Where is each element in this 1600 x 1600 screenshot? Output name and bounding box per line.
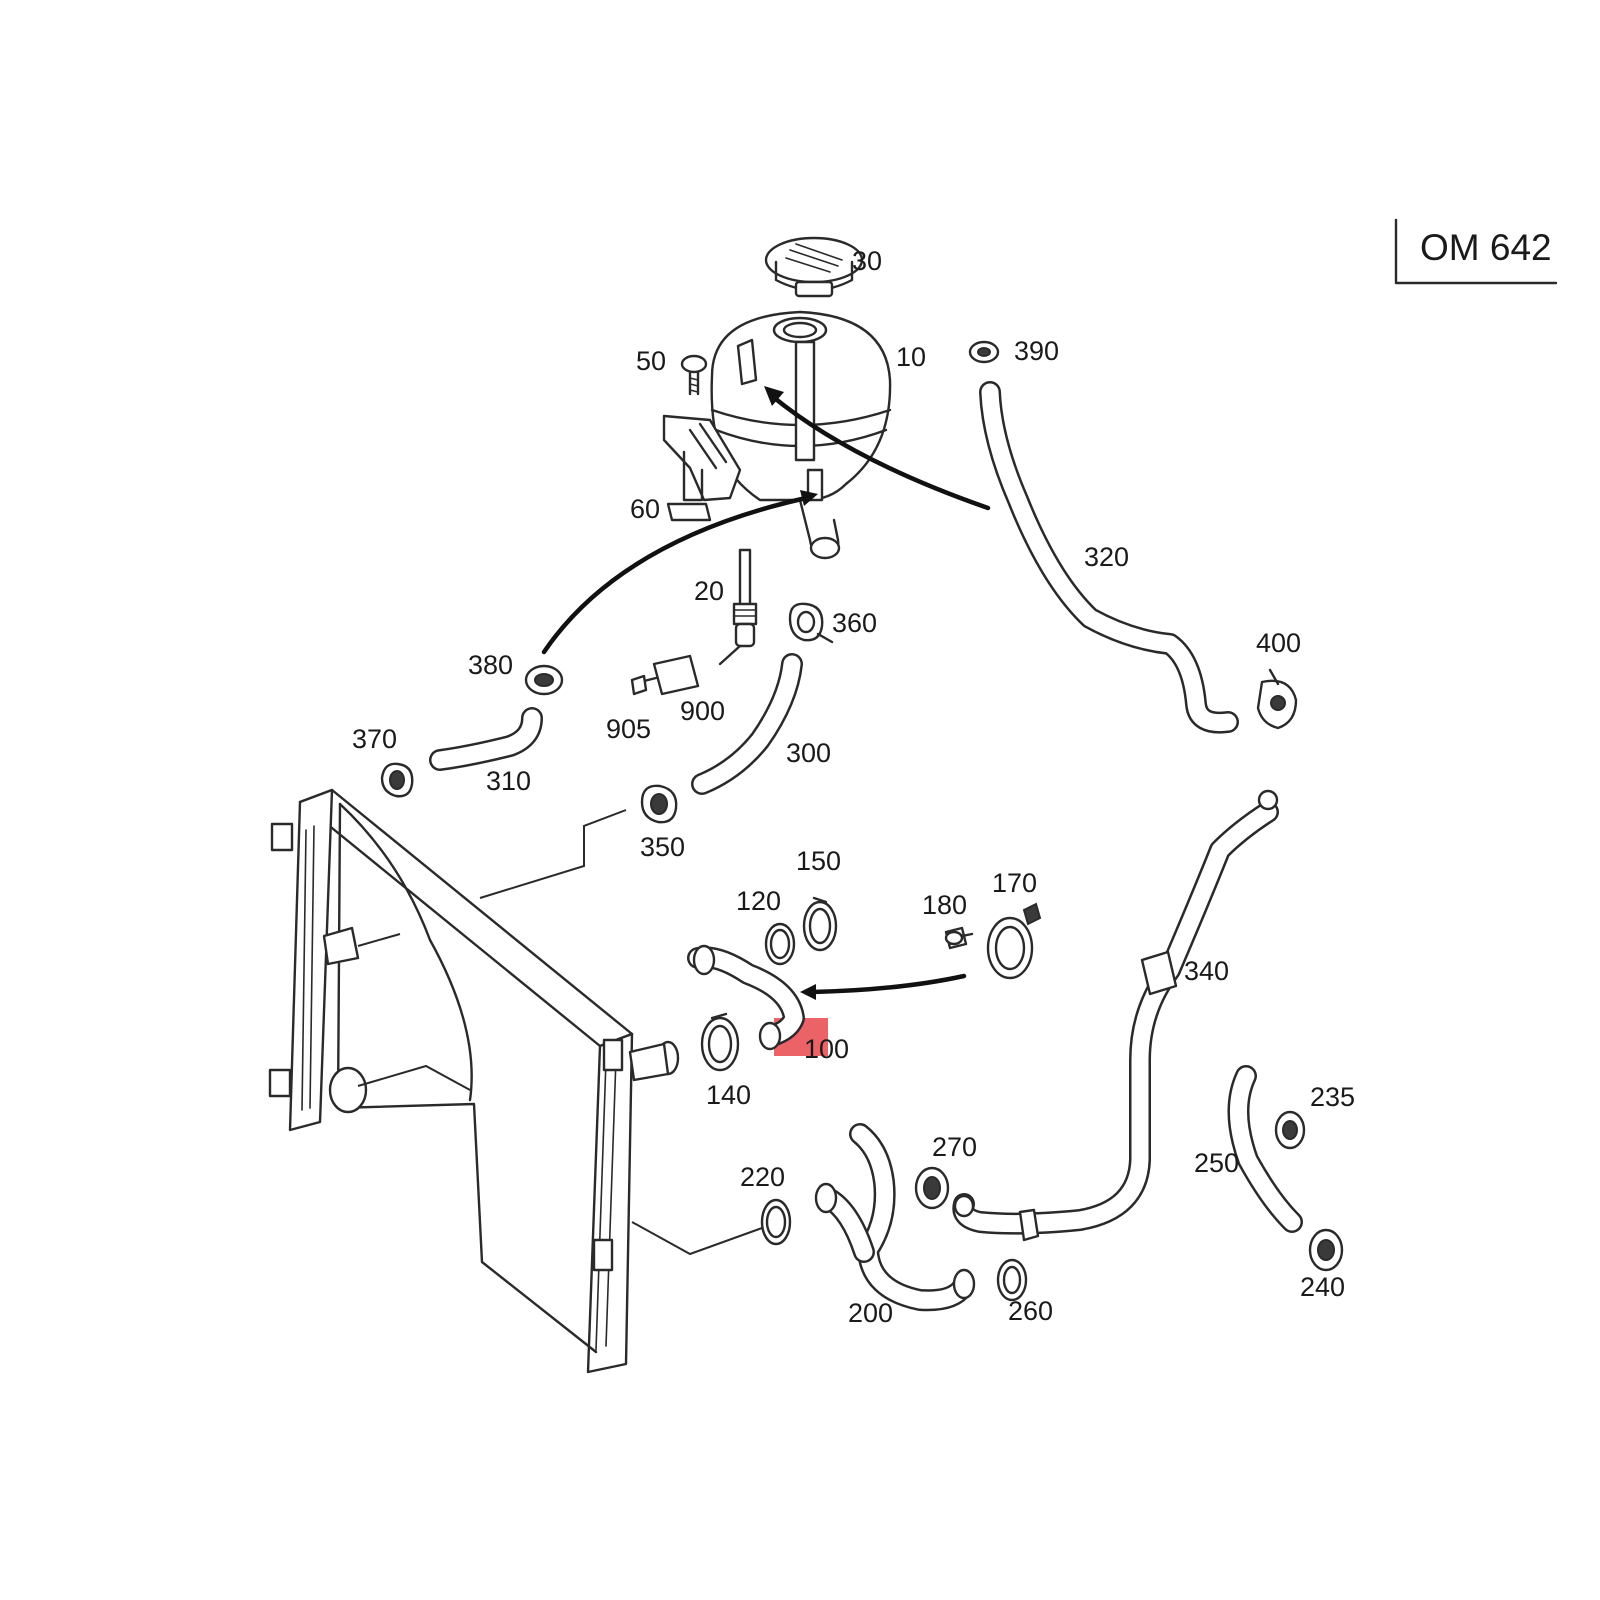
hose-300[interactable]: [691, 653, 803, 795]
o-ring-120[interactable]: [764, 922, 796, 966]
clamp-270[interactable]: [914, 1166, 950, 1210]
radiator[interactable]: [268, 788, 763, 1374]
label-310: 310: [486, 766, 531, 796]
label-150: 150: [796, 846, 841, 876]
clamp-170[interactable]: [986, 902, 1042, 980]
label-170: 170: [992, 868, 1037, 898]
clip-400[interactable]: [1256, 668, 1298, 730]
label-350: 350: [640, 832, 685, 862]
label-400: 400: [1256, 628, 1301, 658]
clamp-260[interactable]: [996, 1258, 1028, 1302]
flow-arrows: [541, 386, 991, 1000]
label-235: 235: [1310, 1082, 1355, 1112]
pipe-340[interactable]: [952, 789, 1279, 1242]
label-390: 390: [1014, 336, 1059, 366]
engine-code: OM 642: [1420, 227, 1552, 268]
label-20: 20: [694, 576, 724, 606]
label-260: 260: [1008, 1296, 1053, 1326]
clamp-140[interactable]: [700, 1012, 740, 1072]
label-370: 370: [352, 724, 397, 754]
clamp-360[interactable]: [788, 602, 834, 644]
o-ring-220[interactable]: [760, 1198, 792, 1246]
label-10: 10: [896, 342, 926, 372]
clamp-390[interactable]: [968, 340, 1000, 364]
screw[interactable]: [680, 354, 708, 396]
plug-905[interactable]: [630, 674, 648, 696]
label-905: 905: [606, 714, 651, 744]
connector-900[interactable]: [638, 654, 700, 696]
grommet-380[interactable]: [524, 664, 564, 696]
clamp-350[interactable]: [640, 784, 678, 824]
clamp-240[interactable]: [1308, 1228, 1344, 1272]
label-180: 180: [922, 890, 967, 920]
clamp-235[interactable]: [1274, 1110, 1306, 1150]
tank-bracket[interactable]: [662, 414, 742, 522]
filler-cap[interactable]: [764, 236, 864, 298]
expansion-tank[interactable]: [710, 310, 892, 560]
label-320: 320: [1084, 542, 1129, 572]
hose-320[interactable]: [979, 381, 1239, 734]
engine-code-box: OM 642: [1394, 218, 1558, 285]
label-270: 270: [932, 1132, 977, 1162]
hose-100[interactable]: [687, 944, 828, 1056]
label-100: 100: [804, 1034, 849, 1064]
hose-250[interactable]: [1227, 1065, 1303, 1233]
label-220: 220: [740, 1162, 785, 1192]
label-300: 300: [786, 738, 831, 768]
clamp-370[interactable]: [380, 762, 414, 798]
label-140: 140: [706, 1080, 751, 1110]
label-60: 60: [630, 494, 660, 524]
label-340: 340: [1184, 956, 1229, 986]
label-250: 250: [1194, 1148, 1239, 1178]
label-380: 380: [468, 650, 513, 680]
part-number-labels: 30 10 50 390 60 320 20 360 400 380 900 9…: [352, 246, 1355, 1328]
hose-310[interactable]: [429, 707, 543, 771]
label-50: 50: [636, 346, 666, 376]
hose-200[interactable]: [814, 1123, 976, 1312]
clamp-150[interactable]: [802, 896, 838, 952]
label-240: 240: [1300, 1272, 1345, 1302]
label-360: 360: [832, 608, 877, 638]
level-sensor[interactable]: [718, 548, 758, 666]
label-900: 900: [680, 696, 725, 726]
bolt-180[interactable]: [944, 926, 974, 950]
label-120: 120: [736, 886, 781, 916]
label-200: 200: [848, 1298, 893, 1328]
label-30: 30: [852, 246, 882, 276]
